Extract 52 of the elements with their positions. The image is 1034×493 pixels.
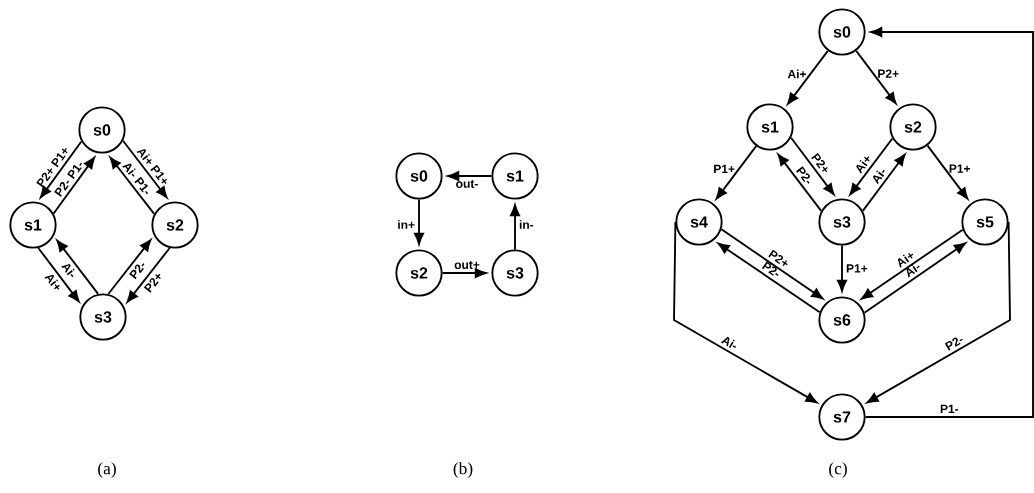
edge-label: Ai+ <box>856 156 870 174</box>
arrow <box>855 49 897 105</box>
edge-label: Ai+ <box>787 69 806 79</box>
edge-label: P2+ <box>143 273 161 293</box>
arrow <box>510 204 520 251</box>
arrow <box>414 198 424 245</box>
edge-label: Ai+ <box>44 274 60 290</box>
arrow <box>39 140 83 199</box>
arrow <box>107 239 152 295</box>
panel-label: (b) <box>453 462 473 478</box>
edge-label: P1+ <box>714 164 735 174</box>
arrow <box>861 153 906 212</box>
arrow <box>777 153 823 212</box>
panel-label: (a) <box>98 462 116 478</box>
edge-label: out+ <box>454 261 480 269</box>
edge-label: Ai- P1- <box>122 163 149 195</box>
arrow <box>849 137 894 196</box>
edge-label: in+ <box>398 220 415 229</box>
edge-label: in- <box>519 220 534 229</box>
edge-label: out- <box>456 180 478 188</box>
edge-label: P1- <box>940 404 959 413</box>
arrow <box>720 228 824 300</box>
arrow <box>109 156 156 215</box>
arrow <box>926 144 969 200</box>
edge-label: P2+ <box>811 152 828 173</box>
arrow <box>122 139 168 199</box>
arrow <box>126 247 171 303</box>
arrow <box>673 221 818 404</box>
arrow <box>447 171 493 181</box>
arrow <box>441 268 487 278</box>
edge-label: P1+ <box>949 164 971 173</box>
edge-label: P2- <box>129 263 145 280</box>
arrow <box>790 136 835 196</box>
edge-label: Ai- <box>721 336 737 349</box>
arrow <box>864 27 1034 418</box>
arrow <box>37 247 80 303</box>
arrow <box>866 221 1011 404</box>
arrow <box>837 244 847 292</box>
arrow <box>787 49 829 105</box>
arrow <box>863 242 967 314</box>
edge-label: P2- <box>944 337 963 351</box>
arrow <box>56 239 100 295</box>
edge-label: Ai- <box>872 169 885 185</box>
edge-label: P2- <box>796 166 810 184</box>
arrow <box>715 145 758 200</box>
arrow <box>717 242 821 314</box>
arrow <box>861 228 964 300</box>
edge-label: Ai- <box>61 263 75 278</box>
arrow <box>52 156 96 215</box>
edge-label: P2+ <box>878 69 899 78</box>
edge-label: P1+ <box>846 264 868 273</box>
panel-label: (c) <box>829 462 847 478</box>
